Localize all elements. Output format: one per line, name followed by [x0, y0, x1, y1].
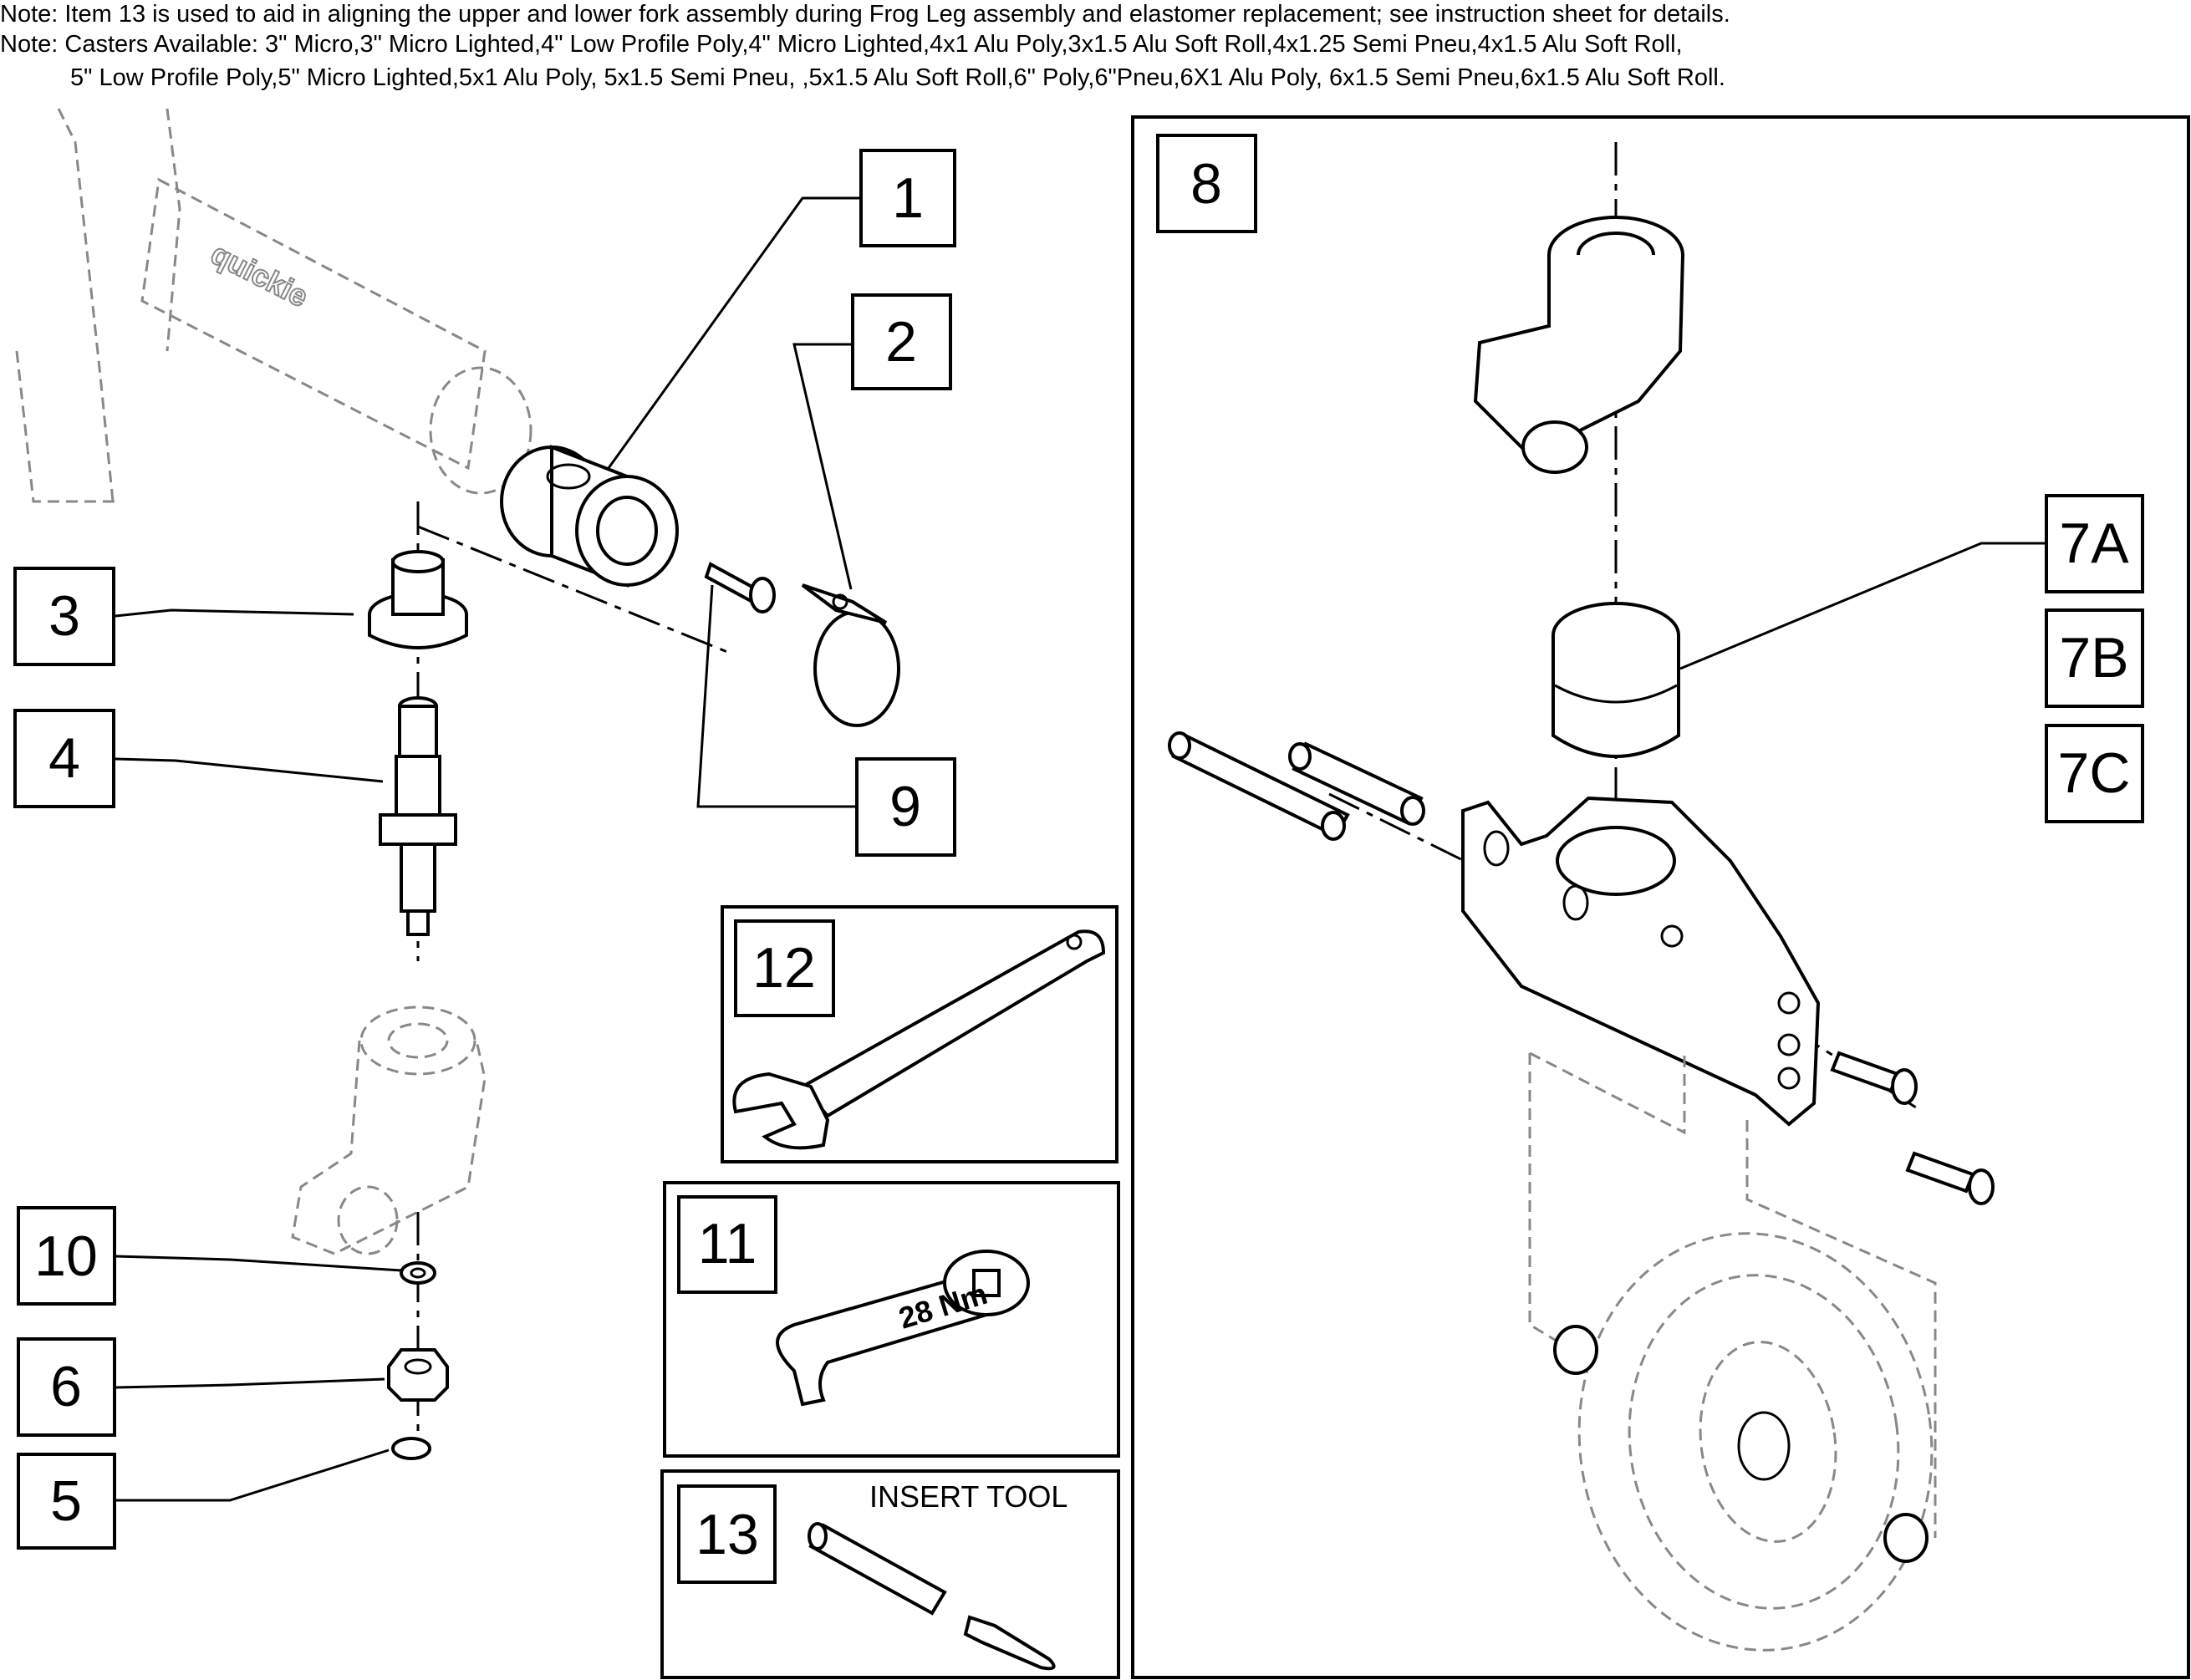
note-casters-line-2: 5" Low Profile Poly,5" Micro Lighted,5x1… — [70, 64, 1725, 91]
callout-10: 10 — [17, 1206, 116, 1306]
part-5-clip — [391, 1437, 431, 1460]
callout-8: 8 — [1156, 134, 1257, 233]
part-10-washer — [400, 1261, 436, 1285]
part-2-cap — [801, 583, 900, 727]
lower-fork — [1461, 796, 1821, 1127]
svg-text:10: 10 — [34, 1224, 98, 1288]
callout-6: 6 — [17, 1337, 116, 1437]
callout-7a: 7A — [2045, 494, 2144, 593]
insert-tool-label: INSERT TOOL — [869, 1479, 1067, 1514]
part-4-stem — [379, 696, 457, 936]
caster-wheel — [1577, 1232, 1934, 1652]
svg-text:12: 12 — [752, 936, 816, 1000]
part-6-nut — [387, 1348, 449, 1402]
upper-fork — [1473, 216, 1684, 474]
frame-tube-ghost: quickie — [15, 108, 532, 503]
svg-text:5: 5 — [50, 1469, 82, 1533]
bearing-1 — [1553, 1325, 1598, 1375]
part-9-screw — [704, 562, 776, 613]
callout-1: 1 — [859, 149, 956, 247]
leader-lines-left — [115, 196, 861, 1502]
callout-3: 3 — [13, 567, 115, 666]
part-1-sleeve — [500, 445, 679, 588]
svg-text:1: 1 — [892, 166, 924, 230]
svg-text:8: 8 — [1190, 152, 1222, 216]
callout-5: 5 — [17, 1453, 116, 1550]
callout-9: 9 — [855, 757, 956, 857]
open-end-wrench — [732, 929, 1106, 1150]
svg-text:7C: 7C — [2058, 741, 2131, 805]
part-7-elastomer — [1552, 602, 1680, 758]
svg-text:7A: 7A — [2059, 512, 2129, 575]
tool-13-panel: 13 INSERT TOOL — [660, 1469, 1120, 1679]
tool-11-panel: 11 28 Nm — [663, 1181, 1120, 1458]
leader-7a — [1679, 542, 2046, 670]
callout-7c: 7C — [2045, 724, 2144, 823]
svg-text:2: 2 — [885, 310, 917, 374]
part-3-bushing — [368, 550, 468, 649]
callout-2: 2 — [851, 293, 952, 390]
tool-12-panel: 12 — [721, 905, 1118, 1163]
svg-text:9: 9 — [889, 775, 921, 838]
svg-text:4: 4 — [48, 726, 80, 790]
bearing-2 — [1883, 1513, 1929, 1563]
frame-logo: quickie — [206, 236, 313, 313]
note-item-13: Note: Item 13 is used to aid in aligning… — [0, 1, 1730, 28]
axle-bolt-2 — [1905, 1151, 1995, 1205]
svg-text:13: 13 — [696, 1503, 759, 1566]
callout-7b: 7B — [2045, 608, 2144, 708]
callout-4: 4 — [13, 709, 115, 808]
axle-bolt-1 — [1830, 1051, 1918, 1105]
note-casters-line-1: Note: Casters Available: 3" Micro,3" Mic… — [0, 31, 1683, 58]
svg-text:11: 11 — [698, 1212, 757, 1275]
svg-text:3: 3 — [48, 584, 80, 648]
insert-tool — [808, 1522, 1056, 1671]
svg-text:6: 6 — [50, 1355, 82, 1418]
svg-text:7B: 7B — [2059, 626, 2128, 690]
pin-2 — [1288, 741, 1425, 841]
caster-housing-ghost — [291, 1005, 487, 1255]
